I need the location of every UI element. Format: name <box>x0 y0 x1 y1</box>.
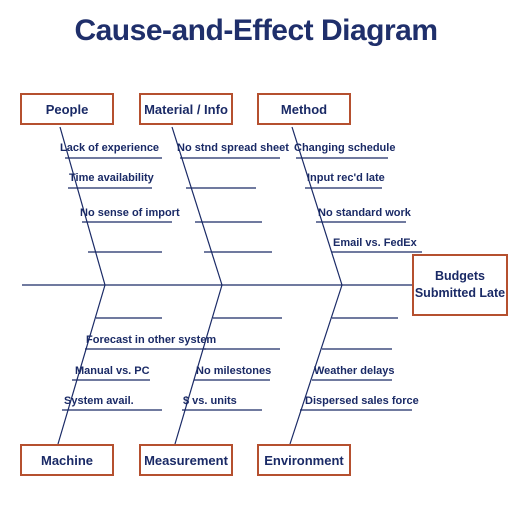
effect-line-2: Submitted Late <box>414 286 506 300</box>
cause-material-1: No stnd spread sheet <box>177 142 289 154</box>
category-measurement: Measurement <box>139 444 233 476</box>
category-material: Material / Info <box>139 93 233 125</box>
category-machine: Machine <box>20 444 114 476</box>
cause-machine-1: Forecast in other system <box>86 334 217 346</box>
cause-measurement-2: $ vs. units <box>183 395 237 407</box>
category-people-label: People <box>45 101 89 117</box>
bone-material <box>171 126 223 286</box>
bone-machine <box>57 284 106 445</box>
cause-method-3: No standard work <box>318 207 411 219</box>
cause-people-3: No sense of import <box>80 207 180 219</box>
category-people: People <box>20 93 114 125</box>
cause-people-2: Time availability <box>69 172 154 184</box>
bone-environment <box>289 284 343 445</box>
effect-line-1: Budgets <box>435 269 485 283</box>
category-method-label: Method <box>280 101 328 117</box>
cause-machine-2: Manual vs. PC <box>75 365 150 377</box>
cause-people-1: Lack of experience <box>60 142 160 154</box>
cause-environment-1: Weather delays <box>314 365 395 377</box>
category-material-label: Material / Info <box>144 101 228 117</box>
cause-machine-3: System avail. <box>64 395 134 407</box>
bone-measurement <box>174 284 223 445</box>
category-measurement-label: Measurement <box>144 452 228 468</box>
bone-method <box>291 126 343 286</box>
cause-method-1: Changing schedule <box>294 142 396 154</box>
effect-box: Budgets Submitted Late <box>412 254 508 316</box>
page-title: Cause-and-Effect Diagram <box>74 14 438 47</box>
cause-method-4: Email vs. FedEx <box>333 237 417 249</box>
cause-measurement-1: No milestones <box>196 365 272 377</box>
category-environment-label: Environment <box>264 452 344 468</box>
category-method: Method <box>257 93 351 125</box>
cause-environment-2: Dispersed sales force <box>305 395 419 407</box>
category-machine-label: Machine <box>40 452 93 468</box>
cause-method-2: Input rec'd late <box>307 172 385 184</box>
category-environment: Environment <box>257 444 351 476</box>
bone-people <box>59 126 106 286</box>
